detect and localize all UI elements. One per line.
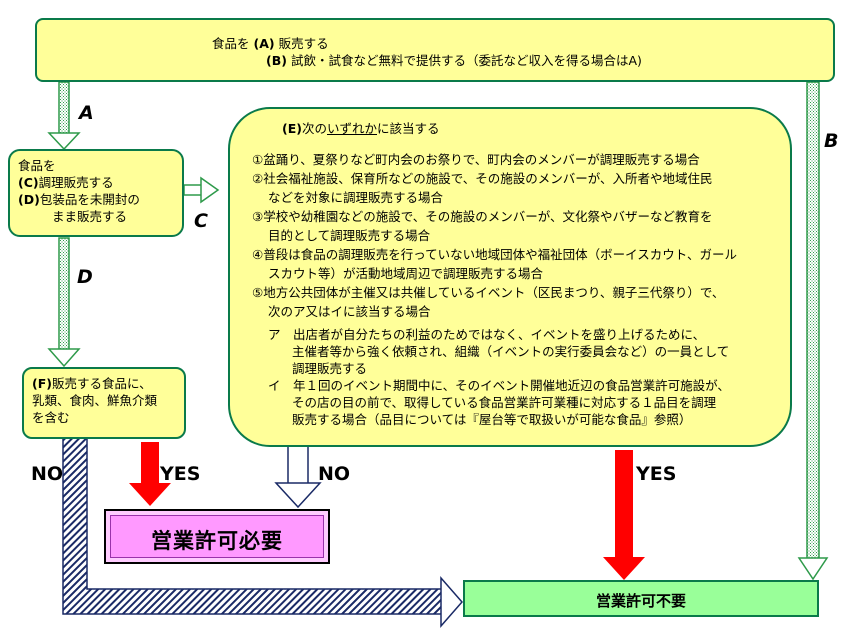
- sale-type-c-text: 調理販売する: [38, 175, 114, 190]
- food-type-key: (F): [32, 376, 52, 391]
- exemption-line-4: ③学校や幼稚園などの施設で、その施設のメンバーが、文化祭やバザーなど教育を: [252, 209, 713, 224]
- exemption-title: (E)次のいずれかに該当する: [282, 120, 440, 137]
- arrow-no-mid: [274, 445, 322, 509]
- exemption-line-2: ②社会福祉施設、保育所などの施設で、その施設のメンバーが、入所者や地域住民: [252, 171, 713, 186]
- result-permit-required-text: 営業許可必要: [151, 529, 283, 553]
- top-line-b-key: (B): [266, 53, 287, 68]
- exemption-line-8: ⑤地方公共団体が主催又は共催しているイベント（区民まつり、親子三代祭り）で、: [252, 285, 725, 300]
- label-yes-right: YES: [636, 463, 677, 485]
- food-type-line3: を含む: [32, 410, 70, 425]
- exemption-line-6: ④普段は食品の調理販売を行っていない地域団体や福祉団体（ボーイスカウト、ガール: [252, 247, 737, 262]
- exemption-title-a: 次の: [301, 121, 327, 136]
- top-line-b-text: 試飲・試食など無料で提供する（委託など収入を得る場合はA): [290, 53, 642, 68]
- arrow-yes-left: [129, 442, 171, 506]
- food-type-line1: (F)販売する食品に、: [32, 375, 176, 392]
- result-permit-required: 営業許可必要: [104, 509, 330, 564]
- exemption-line-10: ア 出店者が自分たちの利益のためではなく、イベントを盛り上げるために、: [268, 327, 706, 342]
- label-d: D: [77, 266, 93, 288]
- exemption-line-14: その店の目の前で、取得している食品営業許可業種に対応する１品目を調理: [292, 395, 717, 410]
- label-b: B: [824, 130, 839, 152]
- food-type-line2: 乳類、食肉、鮮魚介類: [32, 393, 158, 408]
- exemption-title-key: (E): [282, 121, 302, 136]
- exemption-line-1: ①盆踊り、夏祭りなど町内会のお祭りで、町内会のメンバーが調理販売する場合: [252, 152, 700, 167]
- sale-type-d-key: (D): [18, 192, 40, 207]
- arrow-c: [183, 176, 220, 204]
- label-no-mid: NO: [318, 463, 351, 485]
- result-permit-not-required-text: 営業許可不要: [595, 592, 686, 610]
- exemption-line-13: イ 年１回のイベント期間中に、そのイベント開催地近辺の食品営業許可施設が、: [268, 378, 730, 393]
- exemption-title-underlined: いずれか: [326, 121, 377, 136]
- arrow-b: [797, 81, 829, 581]
- food-type-box: (F)販売する食品に、 乳類、食肉、鮮魚介類 を含む: [22, 367, 186, 439]
- result-permit-not-required: 営業許可不要: [463, 580, 819, 617]
- sale-type-line4: まま販売する: [52, 209, 128, 224]
- label-yes-left: YES: [160, 463, 201, 485]
- exemption-line-15: 販売する場合（品目については『屋台等で取扱いが可能な食品』参照）: [292, 412, 692, 427]
- label-no-left: NO: [31, 463, 64, 485]
- sale-type-c-key: (C): [18, 175, 39, 190]
- arrow-yes-right: [603, 450, 645, 580]
- top-line-b: (B) 試飲・試食など無料で提供する（委託など収入を得る場合はA): [266, 52, 642, 69]
- label-a: A: [79, 102, 94, 124]
- sale-type-line-d: (D)包装品を未開封の: [18, 191, 174, 208]
- arrow-a: [47, 81, 81, 151]
- sale-type-line1: 食品を: [18, 158, 56, 173]
- top-line-a-text: 販売する: [278, 36, 329, 51]
- exemption-line-3: などを対象に調理販売する場合: [268, 190, 444, 205]
- exemption-line-12: 調理販売する: [292, 361, 368, 376]
- top-line-a: 食品を (A) 販売する: [212, 35, 329, 52]
- exemption-line-7: スカウト等）が活動地域周辺で調理販売する場合: [268, 266, 544, 281]
- exemption-line-11: 主催者等から強く依頼され、組織（イベントの実行委員会など）の一員として: [292, 344, 730, 359]
- exemption-line-9: 次のア又はイに該当する場合: [268, 304, 431, 319]
- sale-type-box: 食品を (C)調理販売する (D)包装品を未開封の まま販売する: [8, 149, 184, 237]
- exemption-line-5: 目的として調理販売する場合: [268, 228, 431, 243]
- sale-type-d-text: 包装品を未開封の: [39, 192, 140, 207]
- exemption-title-b: に該当する: [377, 121, 440, 136]
- food-type-line1-text: 販売する食品に、: [51, 376, 152, 391]
- sale-type-line-c: (C)調理販売する: [18, 174, 174, 191]
- label-c: C: [194, 210, 208, 232]
- exemption-conditions-box: (E)次のいずれかに該当する ①盆踊り、夏祭りなど町内会のお祭りで、町内会のメン…: [228, 107, 792, 447]
- top-line-a-key: (A): [253, 36, 275, 51]
- top-line-a-prefix: 食品を: [212, 36, 250, 51]
- top-condition-box: 食品を (A) 販売する (B) 試飲・試食など無料で提供する（委託など収入を得…: [35, 18, 835, 82]
- arrow-d: [47, 237, 81, 368]
